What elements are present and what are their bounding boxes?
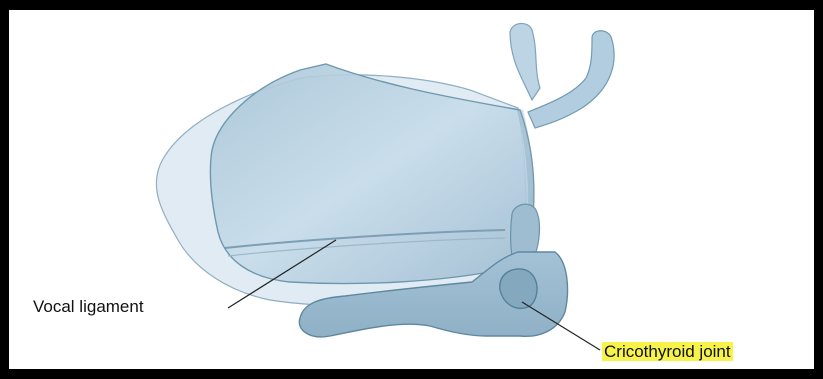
vocal-ligament-label: Vocal ligament [33,298,144,315]
cricothyroid-joint-label: Cricothyroid joint [602,342,733,361]
superior-horn-front [528,31,614,128]
superior-horn-back [510,23,540,100]
